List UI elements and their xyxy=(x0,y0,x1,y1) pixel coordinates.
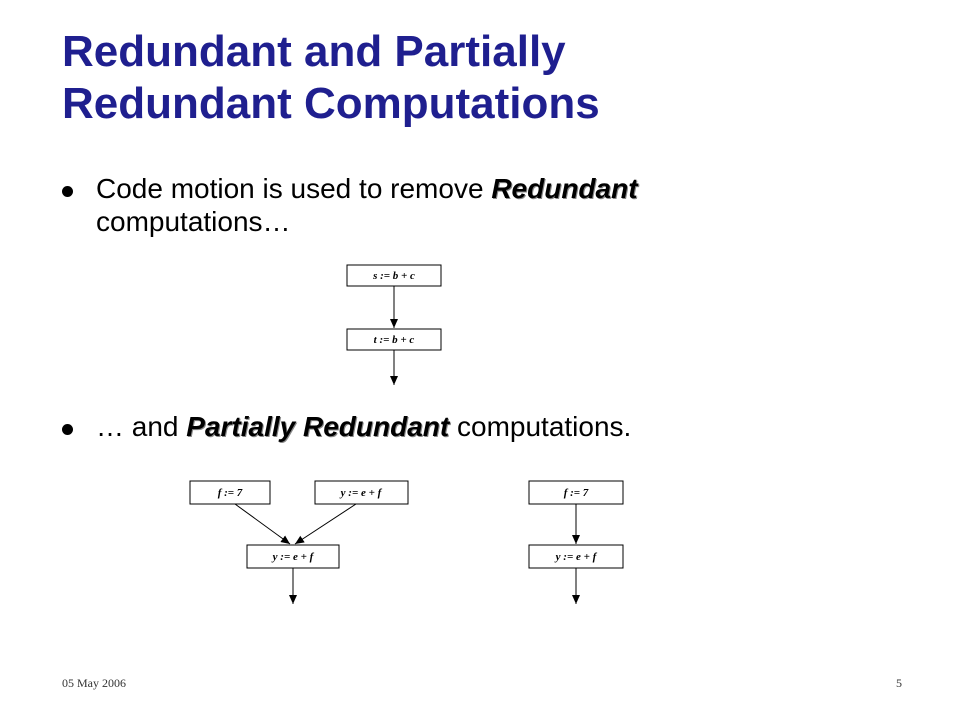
bullet-prefix: Code motion is used to remove xyxy=(96,173,492,204)
node-y-top-box xyxy=(314,480,409,505)
node-f-box xyxy=(189,480,271,505)
edge-ytop-to-y xyxy=(294,503,357,545)
bullet-emphasis: Partially Redundant xyxy=(186,411,450,442)
bullet-partially-redundant: … and Partially Redundant computations. xyxy=(62,410,922,443)
footer-page-number: 5 xyxy=(896,676,902,690)
node-f2-label: f := 7 xyxy=(564,487,589,499)
bullet-emphasis: Redundant xyxy=(491,173,638,204)
diagram-redundant: s := b + c t := b + c xyxy=(346,264,442,385)
node-y2-label: y := e + f xyxy=(554,551,598,563)
slide-title: Redundant and Partially Redundant Comput… xyxy=(62,26,600,130)
node-y-bottom-label: y := e + f xyxy=(271,551,315,563)
node-s-label: s := b + c xyxy=(372,270,415,282)
bullet-dot-icon xyxy=(62,424,73,435)
bullet-redundant: Code motion is used to remove Redundant c… xyxy=(62,172,922,238)
footer-date: 05 May 2006 xyxy=(62,676,126,690)
bullet-text: Code motion is used to remove Redundant c… xyxy=(96,172,922,238)
bullet-suffix: computations. xyxy=(449,411,632,442)
title-line-2: Redundant Computations xyxy=(62,79,600,128)
node-f-label: f := 7 xyxy=(218,487,243,499)
diagram-partial-straight: f := 7 y := e + f xyxy=(528,480,624,604)
diagram-partial-join: f := 7 y := e + f y := e + f xyxy=(189,480,409,604)
node-t-label: t := b + c xyxy=(374,334,415,346)
bullet-text: … and Partially Redundant computations. xyxy=(96,410,922,443)
bullet-suffix: computations… xyxy=(96,206,291,237)
node-y-top-label: y := e + f xyxy=(339,487,383,499)
bullet-dot-icon xyxy=(62,186,73,197)
edge-f-to-y xyxy=(234,503,291,545)
bullet-prefix: … and xyxy=(96,411,187,442)
title-line-1: Redundant and Partially xyxy=(62,27,566,76)
